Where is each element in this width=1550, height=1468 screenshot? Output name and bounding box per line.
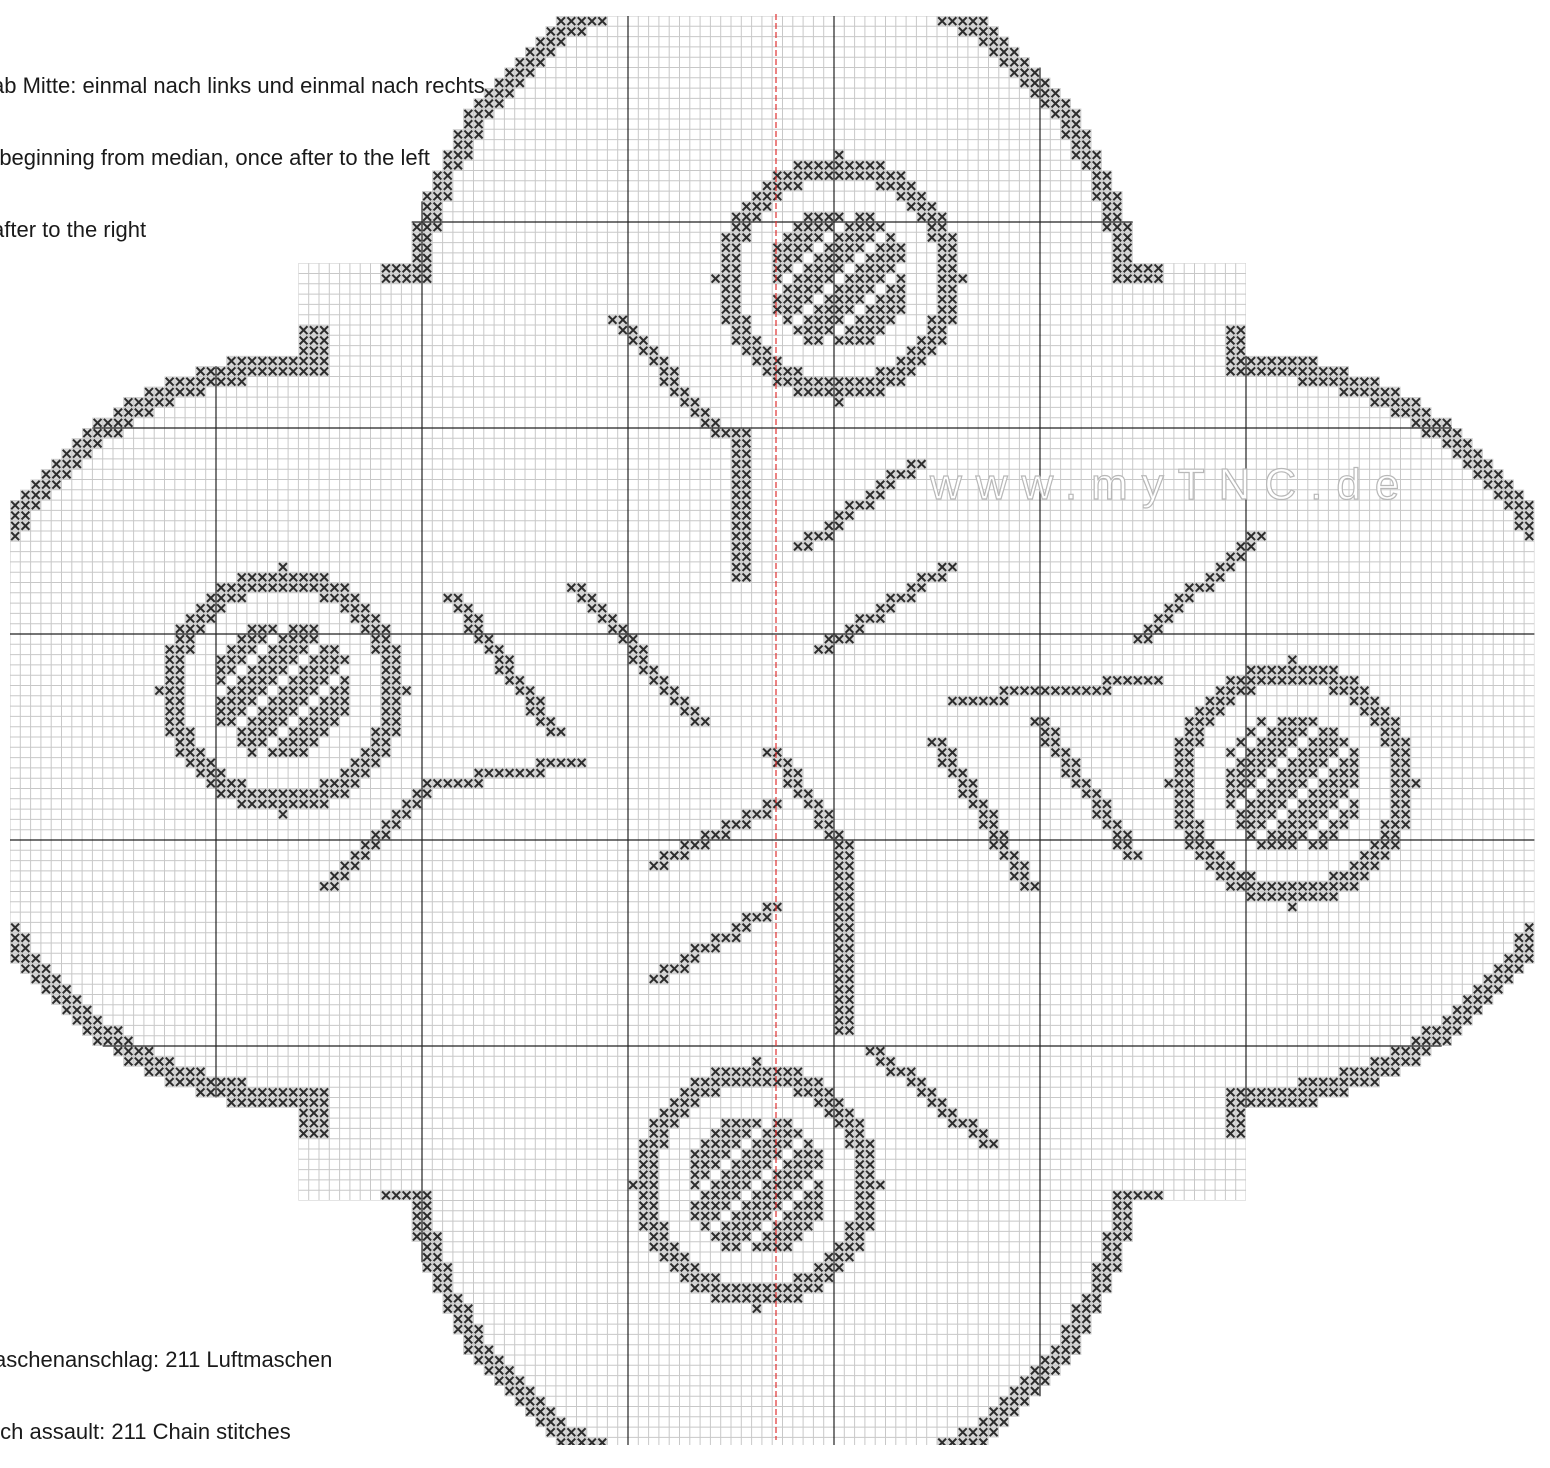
note-bottom-line-2: tch assault: 211 Chain stitches [0, 1420, 332, 1444]
instruction-note-bottom: aschenanschlag: 211 Luftmaschen tch assa… [0, 1300, 332, 1468]
watermark-text: www.myTNC.de [930, 460, 1413, 510]
instruction-note-top: ab Mitte: einmal nach links und einmal n… [0, 26, 485, 266]
note-bottom-line-1: aschenanschlag: 211 Luftmaschen [0, 1348, 332, 1372]
note-top-line-2: -beginning from median, once after to th… [0, 146, 485, 170]
note-top-line-3: after to the right [0, 218, 485, 242]
note-top-line-1: ab Mitte: einmal nach links und einmal n… [0, 74, 485, 98]
